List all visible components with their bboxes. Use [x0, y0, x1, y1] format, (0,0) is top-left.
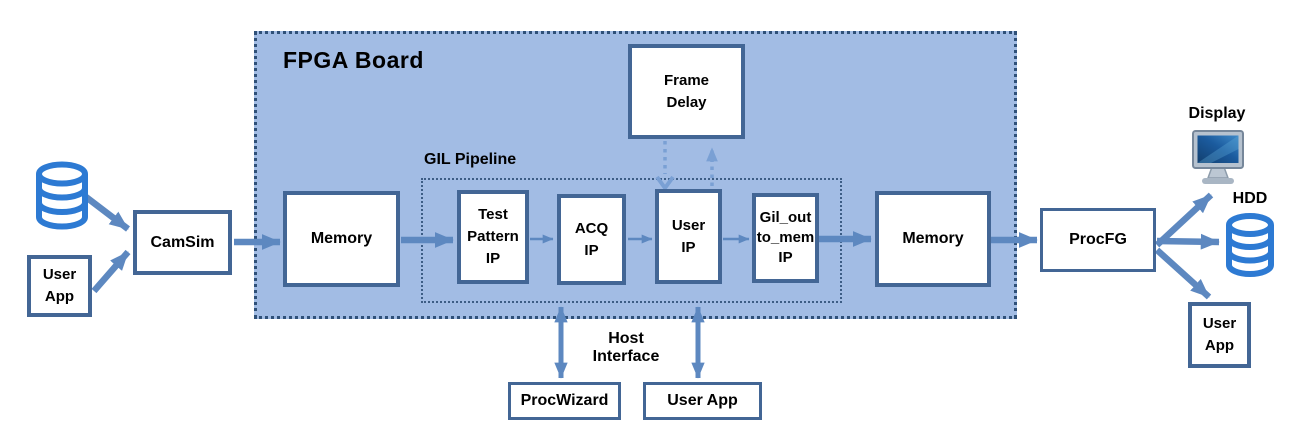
acq-ip-box: ACQ IP	[557, 194, 626, 285]
gil-pipeline-title: GIL Pipeline	[424, 151, 517, 168]
user-app-host-box: User App	[643, 382, 762, 420]
memory-in-label: Memory	[310, 230, 373, 248]
camsim-box: CamSim	[133, 210, 232, 275]
fpga-board-title: FPGA Board	[283, 47, 424, 73]
arrow-procfg-to-display	[1154, 192, 1214, 248]
test-pattern-ip-box: Test Pattern IP	[457, 190, 529, 284]
gil-out-to-mem-ip-label: Gil_out to_mem IP	[756, 208, 815, 267]
acq-ip-label: ACQ IP	[574, 219, 609, 259]
arrow-procfg-to-hdd	[1156, 233, 1220, 250]
user-app-left-label: User App	[42, 266, 77, 305]
memory-in-box: Memory	[283, 191, 400, 287]
database-icon	[1226, 213, 1274, 277]
user-app-left-box: User App	[27, 255, 92, 317]
framedelay-down-arrowhead-icon	[655, 175, 675, 192]
procfg-box: ProcFG	[1040, 208, 1156, 272]
hdd-label: HDD	[1232, 190, 1268, 207]
memory-out-box: Memory	[875, 191, 991, 287]
procwizard-box: ProcWizard	[508, 382, 621, 420]
frame-delay-label: Frame Delay	[663, 71, 710, 111]
user-ip-box: User IP	[655, 189, 722, 284]
arrow-userapp-to-camsim	[91, 249, 131, 294]
camsim-label: CamSim	[150, 233, 215, 251]
test-pattern-ip-label: Test Pattern IP	[467, 206, 519, 267]
user-app-host-label: User App	[667, 392, 738, 410]
host-interface-label: Host Interface	[592, 330, 660, 366]
user-ip-label: User IP	[671, 216, 706, 256]
memory-out-label: Memory	[902, 230, 964, 248]
procfg-label: ProcFG	[1069, 231, 1127, 249]
monitor-icon	[1192, 130, 1244, 184]
database-icon	[36, 161, 88, 230]
arrow-database-to-camsim	[84, 194, 130, 232]
display-label: Display	[1188, 105, 1246, 122]
procwizard-label: ProcWizard	[520, 392, 609, 410]
gil-out-to-mem-ip-box: Gil_out to_mem IP	[752, 193, 819, 283]
user-app-right-label: User App	[1202, 315, 1237, 354]
user-app-right-box: User App	[1188, 302, 1251, 368]
frame-delay-box: Frame Delay	[628, 44, 745, 139]
arrow-procfg-to-userapp	[1154, 247, 1212, 300]
